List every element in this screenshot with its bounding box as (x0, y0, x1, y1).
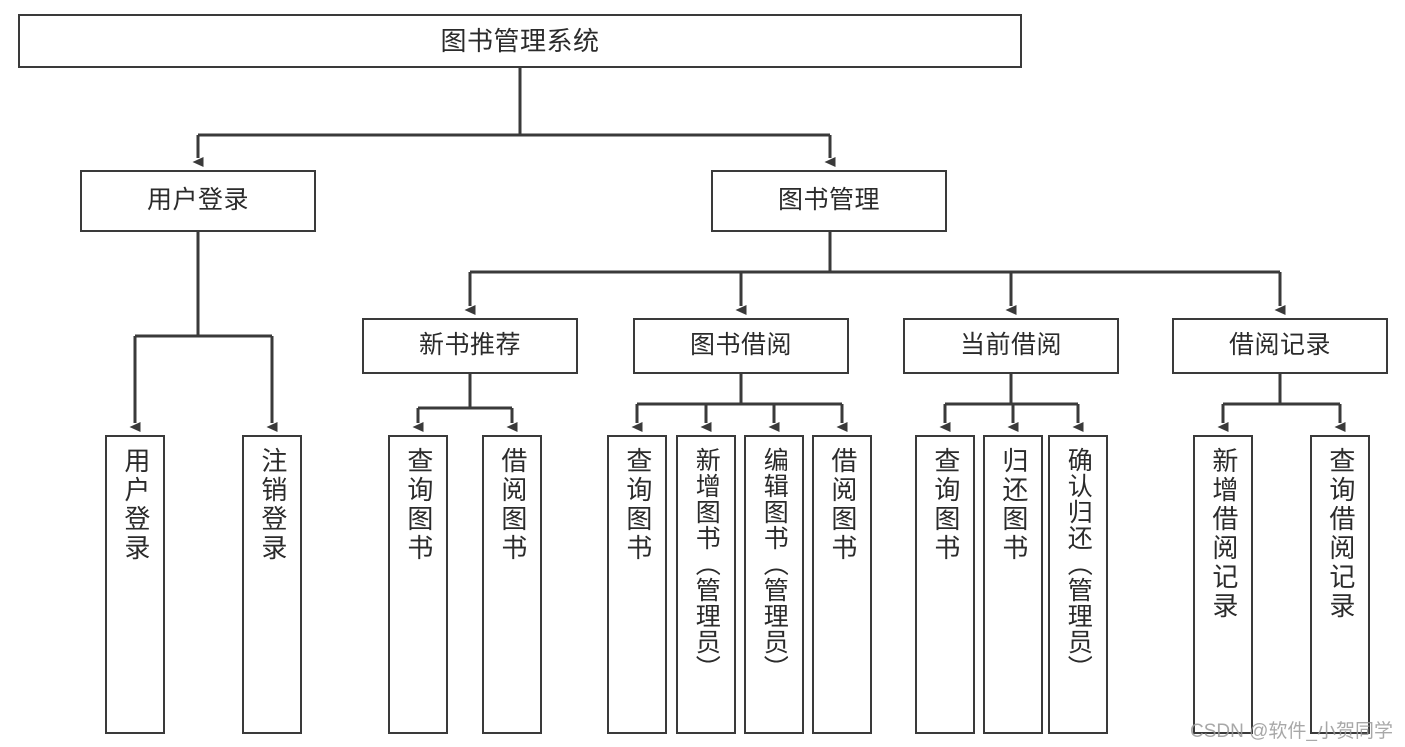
node-leaf-user-login-label: 用户登录 (120, 447, 151, 563)
node-leaf-query-book-recommend[interactable]: 查询图书 (388, 435, 448, 734)
node-leaf-confirm-return-admin-label: 确认归还（管理员） (1064, 447, 1093, 681)
node-leaf-logout[interactable]: 注销登录 (242, 435, 302, 734)
node-root-label: 图书管理系统 (440, 25, 600, 56)
node-book-borrow[interactable]: 图书借阅 (633, 318, 849, 374)
node-current-borrow-label: 当前借阅 (959, 331, 1062, 360)
node-user-login[interactable]: 用户登录 (80, 170, 316, 232)
node-leaf-add-borrow-record-label: 新增借阅记录 (1208, 447, 1239, 621)
node-new-book-recommend[interactable]: 新书推荐 (362, 318, 578, 374)
node-borrow-records-label: 借阅记录 (1228, 331, 1331, 360)
node-new-book-recommend-label: 新书推荐 (418, 331, 521, 360)
node-leaf-logout-label: 注销登录 (257, 447, 288, 563)
node-leaf-add-borrow-record[interactable]: 新增借阅记录 (1193, 435, 1253, 734)
node-user-login-label: 用户登录 (146, 186, 249, 215)
node-book-manage-label: 图书管理 (777, 186, 880, 215)
node-leaf-return-book[interactable]: 归还图书 (983, 435, 1043, 734)
csdn-watermark: CSDN @软件_小贺同学 (1190, 721, 1393, 742)
node-root-system[interactable]: 图书管理系统 (18, 14, 1022, 68)
node-book-manage[interactable]: 图书管理 (711, 170, 947, 232)
node-leaf-query-book-current-label: 查询图书 (930, 447, 961, 563)
node-leaf-query-book[interactable]: 查询图书 (607, 435, 667, 734)
node-leaf-borrow-book[interactable]: 借阅图书 (812, 435, 872, 734)
node-leaf-borrow-book-recommend-label: 借阅图书 (497, 447, 528, 563)
node-leaf-return-book-label: 归还图书 (998, 447, 1029, 563)
node-leaf-query-borrow-record[interactable]: 查询借阅记录 (1310, 435, 1370, 734)
node-leaf-edit-book-admin-label: 编辑图书（管理员） (760, 447, 789, 681)
node-leaf-borrow-book-label: 借阅图书 (827, 447, 858, 563)
node-leaf-add-book-admin[interactable]: 新增图书（管理员） (676, 435, 736, 734)
node-current-borrow[interactable]: 当前借阅 (903, 318, 1119, 374)
node-leaf-query-book-recommend-label: 查询图书 (403, 447, 434, 563)
node-leaf-borrow-book-recommend[interactable]: 借阅图书 (482, 435, 542, 734)
node-leaf-query-book-label: 查询图书 (622, 447, 653, 563)
node-leaf-add-book-admin-label: 新增图书（管理员） (692, 447, 721, 681)
node-leaf-query-book-current[interactable]: 查询图书 (915, 435, 975, 734)
node-book-borrow-label: 图书借阅 (689, 331, 792, 360)
node-leaf-edit-book-admin[interactable]: 编辑图书（管理员） (744, 435, 804, 734)
node-leaf-query-borrow-record-label: 查询借阅记录 (1325, 447, 1356, 621)
node-leaf-confirm-return-admin[interactable]: 确认归还（管理员） (1048, 435, 1108, 734)
node-leaf-user-login[interactable]: 用户登录 (105, 435, 165, 734)
node-borrow-records[interactable]: 借阅记录 (1172, 318, 1388, 374)
